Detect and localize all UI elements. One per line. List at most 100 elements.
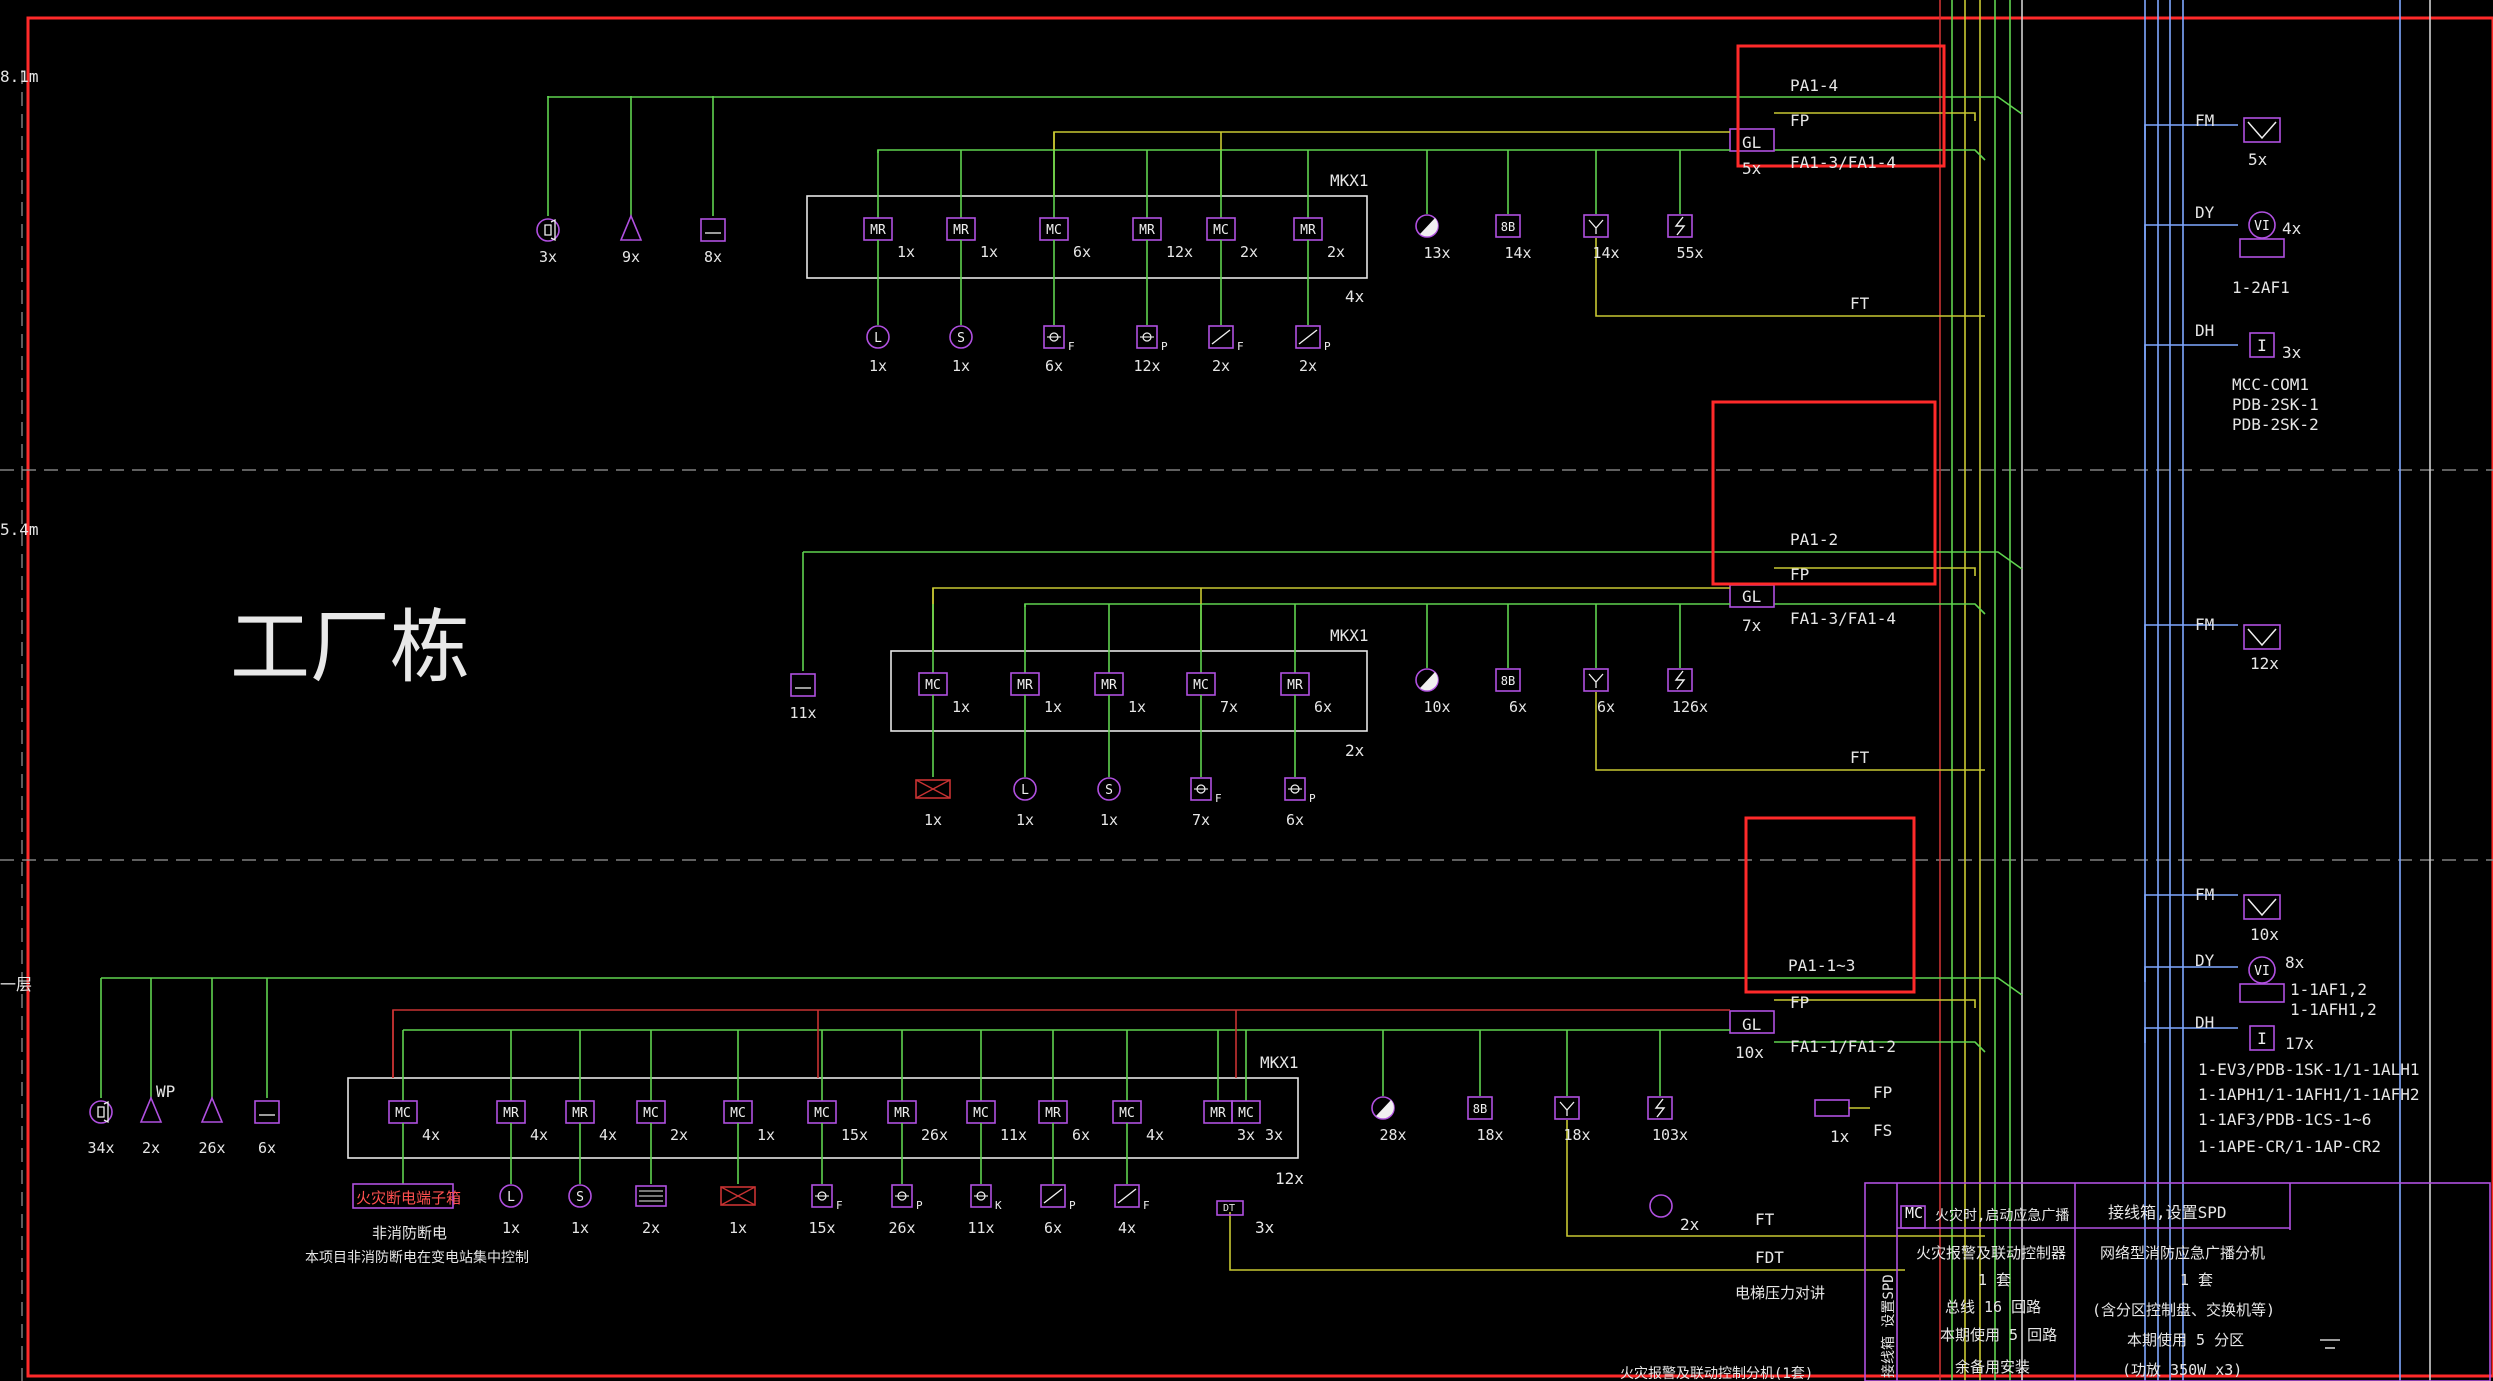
row2-module-bus: [1024, 603, 1730, 607]
panel-lead-2: [2144, 224, 2238, 240]
dy-box-icon-1: [2239, 238, 2285, 258]
row3-module-device-count-2: 1x: [502, 1219, 520, 1237]
row2-module-1-code: MC: [925, 678, 941, 693]
row3-left-device-2-strobe-icon: [139, 1095, 163, 1123]
row1-module-device-3-valve-tag: F: [1068, 340, 1075, 353]
fm-horn-icon-2: [2243, 624, 2281, 650]
row2-left-device-1-display-icon: [790, 673, 816, 697]
row3-ft-line: [1566, 1120, 1985, 1237]
row1-module-bus-yellow: [1053, 131, 1730, 196]
row3-fp-bus: [1774, 999, 1976, 1008]
row2-module-device-count-4: 7x: [1192, 811, 1210, 829]
controller-mc-text: 火灾时,启动应急广播: [1935, 1207, 2069, 1224]
fm-horn-icon-1: [2243, 117, 2281, 143]
row2-module-device-count-5: 6x: [1286, 811, 1304, 829]
row1-right-device-2-heat-detector-icon: [1495, 214, 1521, 238]
row2-module-device-count-1: 1x: [924, 811, 942, 829]
row1-right-device-4-manual-button-icon: [1667, 214, 1693, 238]
row3-fp2-label: FP: [1873, 1083, 1892, 1102]
rp3-dy-count: 8x: [2285, 953, 2305, 972]
row3-module-device-7-valve-tag: P: [916, 1199, 923, 1212]
row3-module-device-10-damper-glyph: [1117, 1188, 1137, 1204]
row1-module-5-count: 2x: [1240, 243, 1258, 261]
row1-module-device-6-damper-icon: [1295, 325, 1321, 349]
row3-note-2: 本项目非消防断电在变电站集中控制: [305, 1249, 529, 1266]
row1-module-bus: [877, 149, 1730, 153]
controller-left-line-4: 本期使用 5 回路: [1940, 1326, 2057, 1344]
row1-fa-label: FA1-3/FA1-4: [1790, 153, 1896, 172]
row1-module-2-code: MR: [953, 223, 969, 238]
row3-right-device-1-smoke-detector-icon: [1371, 1096, 1395, 1120]
row1-left-device-3-display-icon: [700, 218, 726, 242]
dh-current-icon-2: [2249, 1025, 2275, 1051]
row2-module-device-4-valve-icon: [1190, 777, 1212, 801]
row3-gl-box: [1729, 1010, 1775, 1034]
row1-left-device-2-strobe-icon: [619, 213, 643, 241]
row3-module-1-count: 4x: [422, 1126, 440, 1144]
row1-right-device-4-manual-button-glyph: [1674, 216, 1686, 236]
row2-right-device-4-manual-button-icon: [1667, 668, 1693, 692]
row3-module-device-5-fire-door-icon: [720, 1186, 756, 1206]
row2-module-5-count: 6x: [1314, 698, 1332, 716]
panel-lead-6: [2144, 966, 2238, 982]
rp1-fm-line: FM: [2195, 111, 2214, 130]
controller-right-line-1: 网络型消防应急广播分机: [2100, 1244, 2265, 1262]
rp1-dh-text-3: PDB-2SK-2: [2232, 415, 2319, 434]
row1-gl-box: [1729, 128, 1775, 152]
row1-module-device-5-damper-icon: [1208, 325, 1234, 349]
row3-module-6-code: MC: [814, 1106, 830, 1121]
row2-pa-bus: [803, 551, 2023, 570]
controller-right-line-3: (含分区控制盘、交换机等): [2092, 1301, 2275, 1319]
row3-module-device-3-s-device-glyph: S: [576, 1190, 584, 1205]
row3-module-8-code: MC: [973, 1106, 989, 1121]
rp1-dy-line: DY: [2195, 203, 2215, 222]
rp3-dh-text-4: 1-1APE-CR/1-1AP-CR2: [2198, 1137, 2381, 1156]
dh-current-glyph-1: I: [2257, 336, 2267, 355]
row1-fp-label: FP: [1790, 111, 1809, 130]
rp1-dy-count: 4x: [2282, 219, 2302, 238]
panel-lead-3: [2144, 344, 2238, 360]
row1-module-device-1-l-device-icon: [866, 325, 890, 349]
rp1-fm-count: 5x: [2248, 150, 2268, 169]
row3-left-device-count-4: 6x: [258, 1139, 276, 1157]
row2-gl-label: GL: [1742, 587, 1761, 606]
row1-right-device-3-alarm-glyph: [1588, 219, 1604, 234]
row1-box-count: 4x: [1345, 287, 1365, 306]
row2-right-device-count-4: 126x: [1672, 698, 1708, 716]
rp1-dh-text-2: PDB-2SK-1: [2232, 395, 2319, 414]
rp3-dh-text-3: 1-1AF3/PDB-1CS-1~6: [2198, 1110, 2371, 1129]
row2-right-device-1-smoke-detector-icon: [1415, 668, 1439, 692]
row3-module-device-count-9: 6x: [1044, 1219, 1062, 1237]
row1-right-device-count-2: 14x: [1504, 244, 1531, 262]
row3-box-label: MKX1: [1260, 1053, 1299, 1072]
row2-module-5-code: MR: [1287, 678, 1303, 693]
row3-left-device-count-1: 34x: [87, 1139, 114, 1157]
row1-module-device-count-1: 1x: [869, 357, 887, 375]
row3-right-device-4-manual-button-icon: [1647, 1096, 1673, 1120]
row3-module-device-count-3: 1x: [571, 1219, 589, 1237]
row2-module-device-3-s-device-glyph: S: [1105, 783, 1113, 798]
row2-module-device-1-fire-door-glyph: [915, 779, 951, 799]
dy-meter-icon-1: [2248, 211, 2276, 239]
row1-ft-label: FT: [1850, 294, 1870, 313]
row3-module-device-count-8: 11x: [967, 1219, 994, 1237]
rp1-dh-text-1: MCC-COM1: [2232, 375, 2309, 394]
row1-module-device-6-damper-glyph: [1298, 329, 1318, 345]
row1-right-device-3-alarm-icon: [1583, 214, 1609, 238]
row3-module-5-code: MC: [730, 1106, 746, 1121]
controller-mc-label: MC: [1905, 1204, 1923, 1222]
floor-label-5m: 5.4m: [0, 520, 39, 539]
row1-module-device-count-2: 1x: [952, 357, 970, 375]
row3-module-device-8-valve-tag: K: [995, 1199, 1002, 1212]
row2-module-4-code: MC: [1193, 678, 1209, 693]
row3-module-device-10-damper-tag: F: [1143, 1199, 1150, 1212]
row3-module-device-count-10: 4x: [1118, 1219, 1136, 1237]
row1-module-4-code: MR: [1139, 223, 1155, 238]
row2-module-device-2-l-device-icon: [1013, 777, 1037, 801]
fm-horn-glyph-3: [2247, 898, 2277, 917]
row3-fp-label: FP: [1790, 993, 1809, 1012]
row2-module-device-count-2: 1x: [1016, 811, 1034, 829]
panel-lead-7: [2144, 1027, 2238, 1043]
panel-lead-1: [2144, 124, 2238, 140]
